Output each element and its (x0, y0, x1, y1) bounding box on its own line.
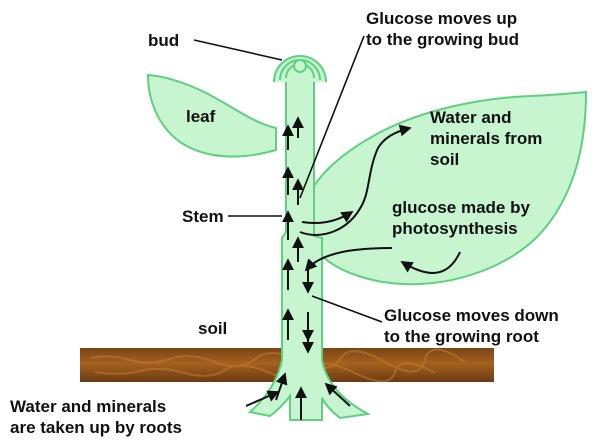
label-bud: bud (148, 30, 179, 51)
label-stem: Stem (182, 206, 224, 227)
label-glucose-up: Glucose moves up to the growing bud (366, 8, 519, 50)
label-glucose-made: glucose made by photosynthesis (392, 197, 530, 239)
label-leaf: leaf (186, 106, 215, 127)
label-soil: soil (198, 318, 227, 339)
label-water-minerals-leaf: Water and minerals from soil (430, 107, 542, 170)
label-roots-uptake: Water and minerals are taken up by roots (10, 396, 182, 438)
label-glucose-down: Glucose moves down to the growing root (384, 305, 559, 347)
